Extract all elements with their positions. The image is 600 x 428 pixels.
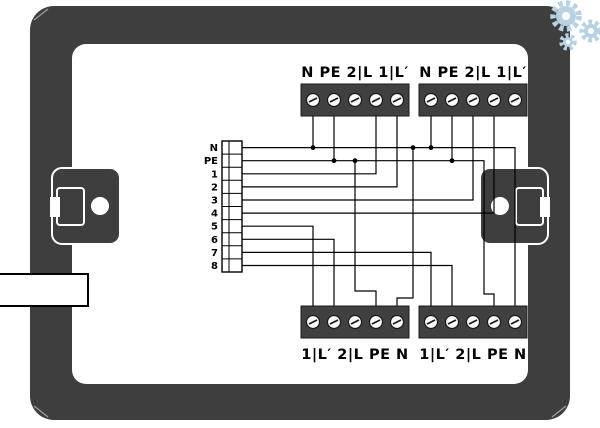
box-inner-panel	[72, 44, 528, 384]
screw-slot	[371, 97, 381, 103]
wire-4	[242, 116, 495, 214]
screw-slot	[447, 97, 457, 103]
wire-junction	[449, 158, 455, 164]
top-connector-left	[300, 83, 410, 117]
lug-screw-hole	[491, 197, 509, 215]
wiring	[242, 116, 516, 306]
wire-6	[242, 238, 335, 306]
screw-slots	[426, 319, 520, 325]
gear-icon	[550, 0, 582, 32]
lug-bracket	[515, 187, 544, 226]
screw-slot	[426, 319, 436, 325]
wire-junction	[428, 145, 434, 151]
wire-junction	[310, 145, 316, 151]
bottom-connector-left	[300, 305, 410, 339]
wire-junction	[331, 158, 337, 164]
screw-slot	[308, 97, 318, 103]
gear-teeth	[550, 0, 582, 32]
corner-mark	[33, 405, 49, 418]
left-mounting-lug	[50, 167, 121, 245]
screw-slot	[350, 97, 360, 103]
screw-slot	[468, 319, 478, 325]
screw-slot	[392, 97, 402, 103]
strip-row-label: N	[210, 143, 218, 154]
screw-slot	[350, 319, 360, 325]
wire-2	[242, 116, 398, 188]
gear-icon	[559, 33, 577, 51]
strip-row-label: 2	[211, 182, 218, 193]
screw-slot	[308, 319, 318, 325]
lug-slot	[50, 197, 60, 217]
gear-hub	[588, 28, 594, 34]
strip-row-label: 8	[211, 261, 218, 272]
right-mounting-lug	[479, 167, 550, 245]
wire-8	[242, 264, 453, 306]
connector-label-top-right: N PE 2|L 1|L′	[419, 65, 526, 81]
bottom-connector-right	[418, 305, 528, 339]
cable-entry-stub	[0, 273, 89, 307]
strip-row-label: 6	[211, 235, 218, 246]
wire-N	[242, 147, 516, 306]
connector-label-bottom-left: 1|L′ 2|L PE N	[301, 347, 408, 363]
wire-N	[396, 147, 414, 306]
gear-teeth	[559, 33, 577, 51]
screw-slot	[468, 97, 478, 103]
screw-slot	[329, 319, 339, 325]
wire-3	[242, 116, 474, 201]
wire-PE	[354, 160, 377, 306]
top-connector-right	[418, 83, 528, 117]
gear-teeth	[579, 19, 600, 43]
connector-label-bottom-right: 1|L′ 2|L PE N	[419, 347, 526, 363]
gear-hub	[565, 39, 571, 45]
connector-label-top-left: N PE 2|L 1|L′	[301, 65, 408, 81]
wire-7	[242, 251, 432, 306]
screw-slot	[510, 319, 520, 325]
wire-1	[242, 116, 377, 175]
corner-mark	[33, 8, 49, 21]
terminal-strip-cell-lines	[222, 153, 242, 260]
screw-slots	[308, 97, 402, 103]
screw-slot	[447, 319, 457, 325]
lug-screw-hole	[91, 197, 109, 215]
strip-row-label: 3	[211, 196, 218, 207]
screw-slot	[489, 97, 499, 103]
wire-5	[242, 225, 314, 306]
screw-slot	[426, 97, 436, 103]
gear-icon	[579, 19, 600, 43]
screw-slot	[392, 319, 402, 325]
connector-terminals	[423, 314, 523, 330]
wire-junction	[352, 158, 358, 164]
wire-junction	[410, 145, 416, 151]
screw-slot	[329, 97, 339, 103]
gear-hub	[562, 12, 570, 20]
strip-row-label: 4	[211, 209, 218, 220]
strip-row-label: 7	[211, 248, 218, 259]
screw-slot	[371, 319, 381, 325]
strip-row-label: 1	[211, 169, 218, 180]
screw-slots	[308, 319, 402, 325]
wire-PE	[242, 160, 495, 306]
terminal-strip: N PE 1 2 3 4 5 6 7 8	[204, 140, 243, 273]
gears-watermark-icon	[550, 0, 600, 51]
screw-slot	[510, 97, 520, 103]
strip-row-label: PE	[204, 156, 218, 167]
corner-mark	[551, 405, 567, 418]
screw-slot	[489, 319, 499, 325]
lug-bracket	[56, 187, 85, 226]
screw-slots	[426, 97, 520, 103]
lug-slot	[540, 197, 550, 217]
strip-row-label: 5	[211, 222, 218, 233]
